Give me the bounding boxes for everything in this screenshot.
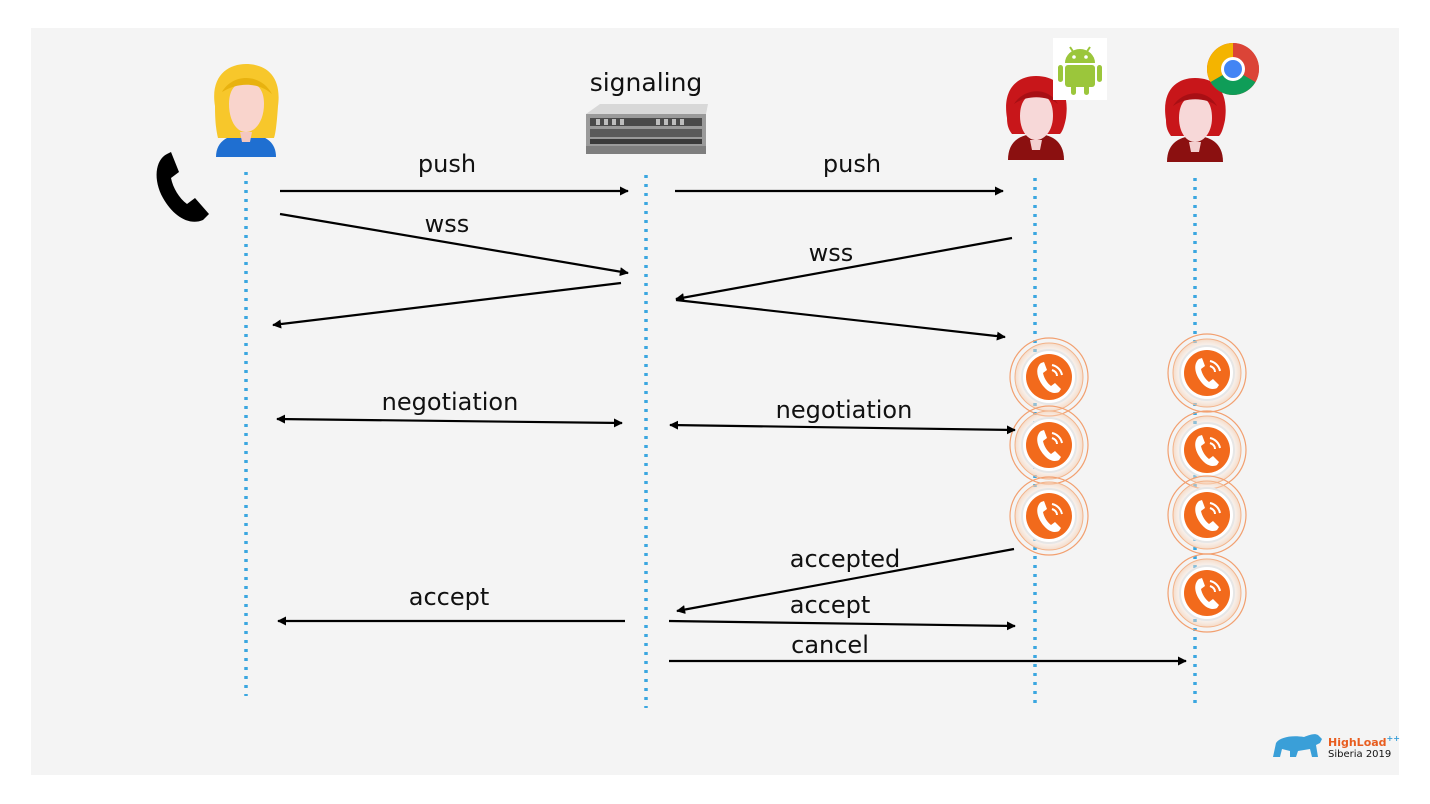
- arrow-accept-2: [668, 619, 1016, 631]
- label-negotiation-2: negotiation: [776, 396, 913, 424]
- label-cancel: cancel: [791, 631, 869, 659]
- label-negotiation-1: negotiation: [382, 388, 519, 416]
- label-accept-1: accept: [409, 583, 490, 611]
- arrow-wss-return-caller: [272, 281, 622, 329]
- label-accept-2: accept: [790, 591, 871, 619]
- phone-handset-icon: [156, 152, 209, 222]
- label-wss-2: wss: [809, 239, 854, 267]
- blonde-avatar-icon: [214, 64, 279, 157]
- incoming-call-icon: [1009, 476, 1089, 556]
- arrow-wss-return-callee: [675, 298, 1006, 341]
- arrow-negotiation-2: [669, 420, 1016, 435]
- label-accepted: accepted: [790, 545, 901, 573]
- brand-sub: Siberia 2019: [1328, 749, 1391, 760]
- incoming-call-icon: [1167, 333, 1247, 413]
- arrow-negotiation-1: [276, 414, 623, 428]
- label-push-1: push: [418, 150, 476, 178]
- arrow-wss-2: [675, 236, 1013, 302]
- brand-sup-text: ++: [1387, 734, 1400, 743]
- label-push-2: push: [823, 150, 881, 178]
- incoming-call-icon: [1167, 475, 1247, 555]
- callee-chrome-avatar: [1165, 78, 1226, 162]
- incoming-call-icon: [1009, 337, 1089, 417]
- server-rack-icon: [586, 104, 708, 154]
- bear-logo-icon: [1273, 734, 1322, 757]
- chrome-logo-icon: [1207, 43, 1259, 95]
- brand-main-text: HighLoad: [1328, 736, 1387, 749]
- incoming-call-icon: [1009, 405, 1089, 485]
- signaling-label: signaling: [590, 68, 703, 97]
- arrow-wss-1: [279, 212, 629, 277]
- android-logo-icon: [1053, 38, 1107, 100]
- brand-main: HighLoad++: [1328, 734, 1400, 749]
- label-wss-1: wss: [425, 210, 470, 238]
- incoming-call-icon: [1167, 410, 1247, 490]
- arrow-accepted: [676, 547, 1015, 614]
- incoming-call-icon: [1167, 553, 1247, 633]
